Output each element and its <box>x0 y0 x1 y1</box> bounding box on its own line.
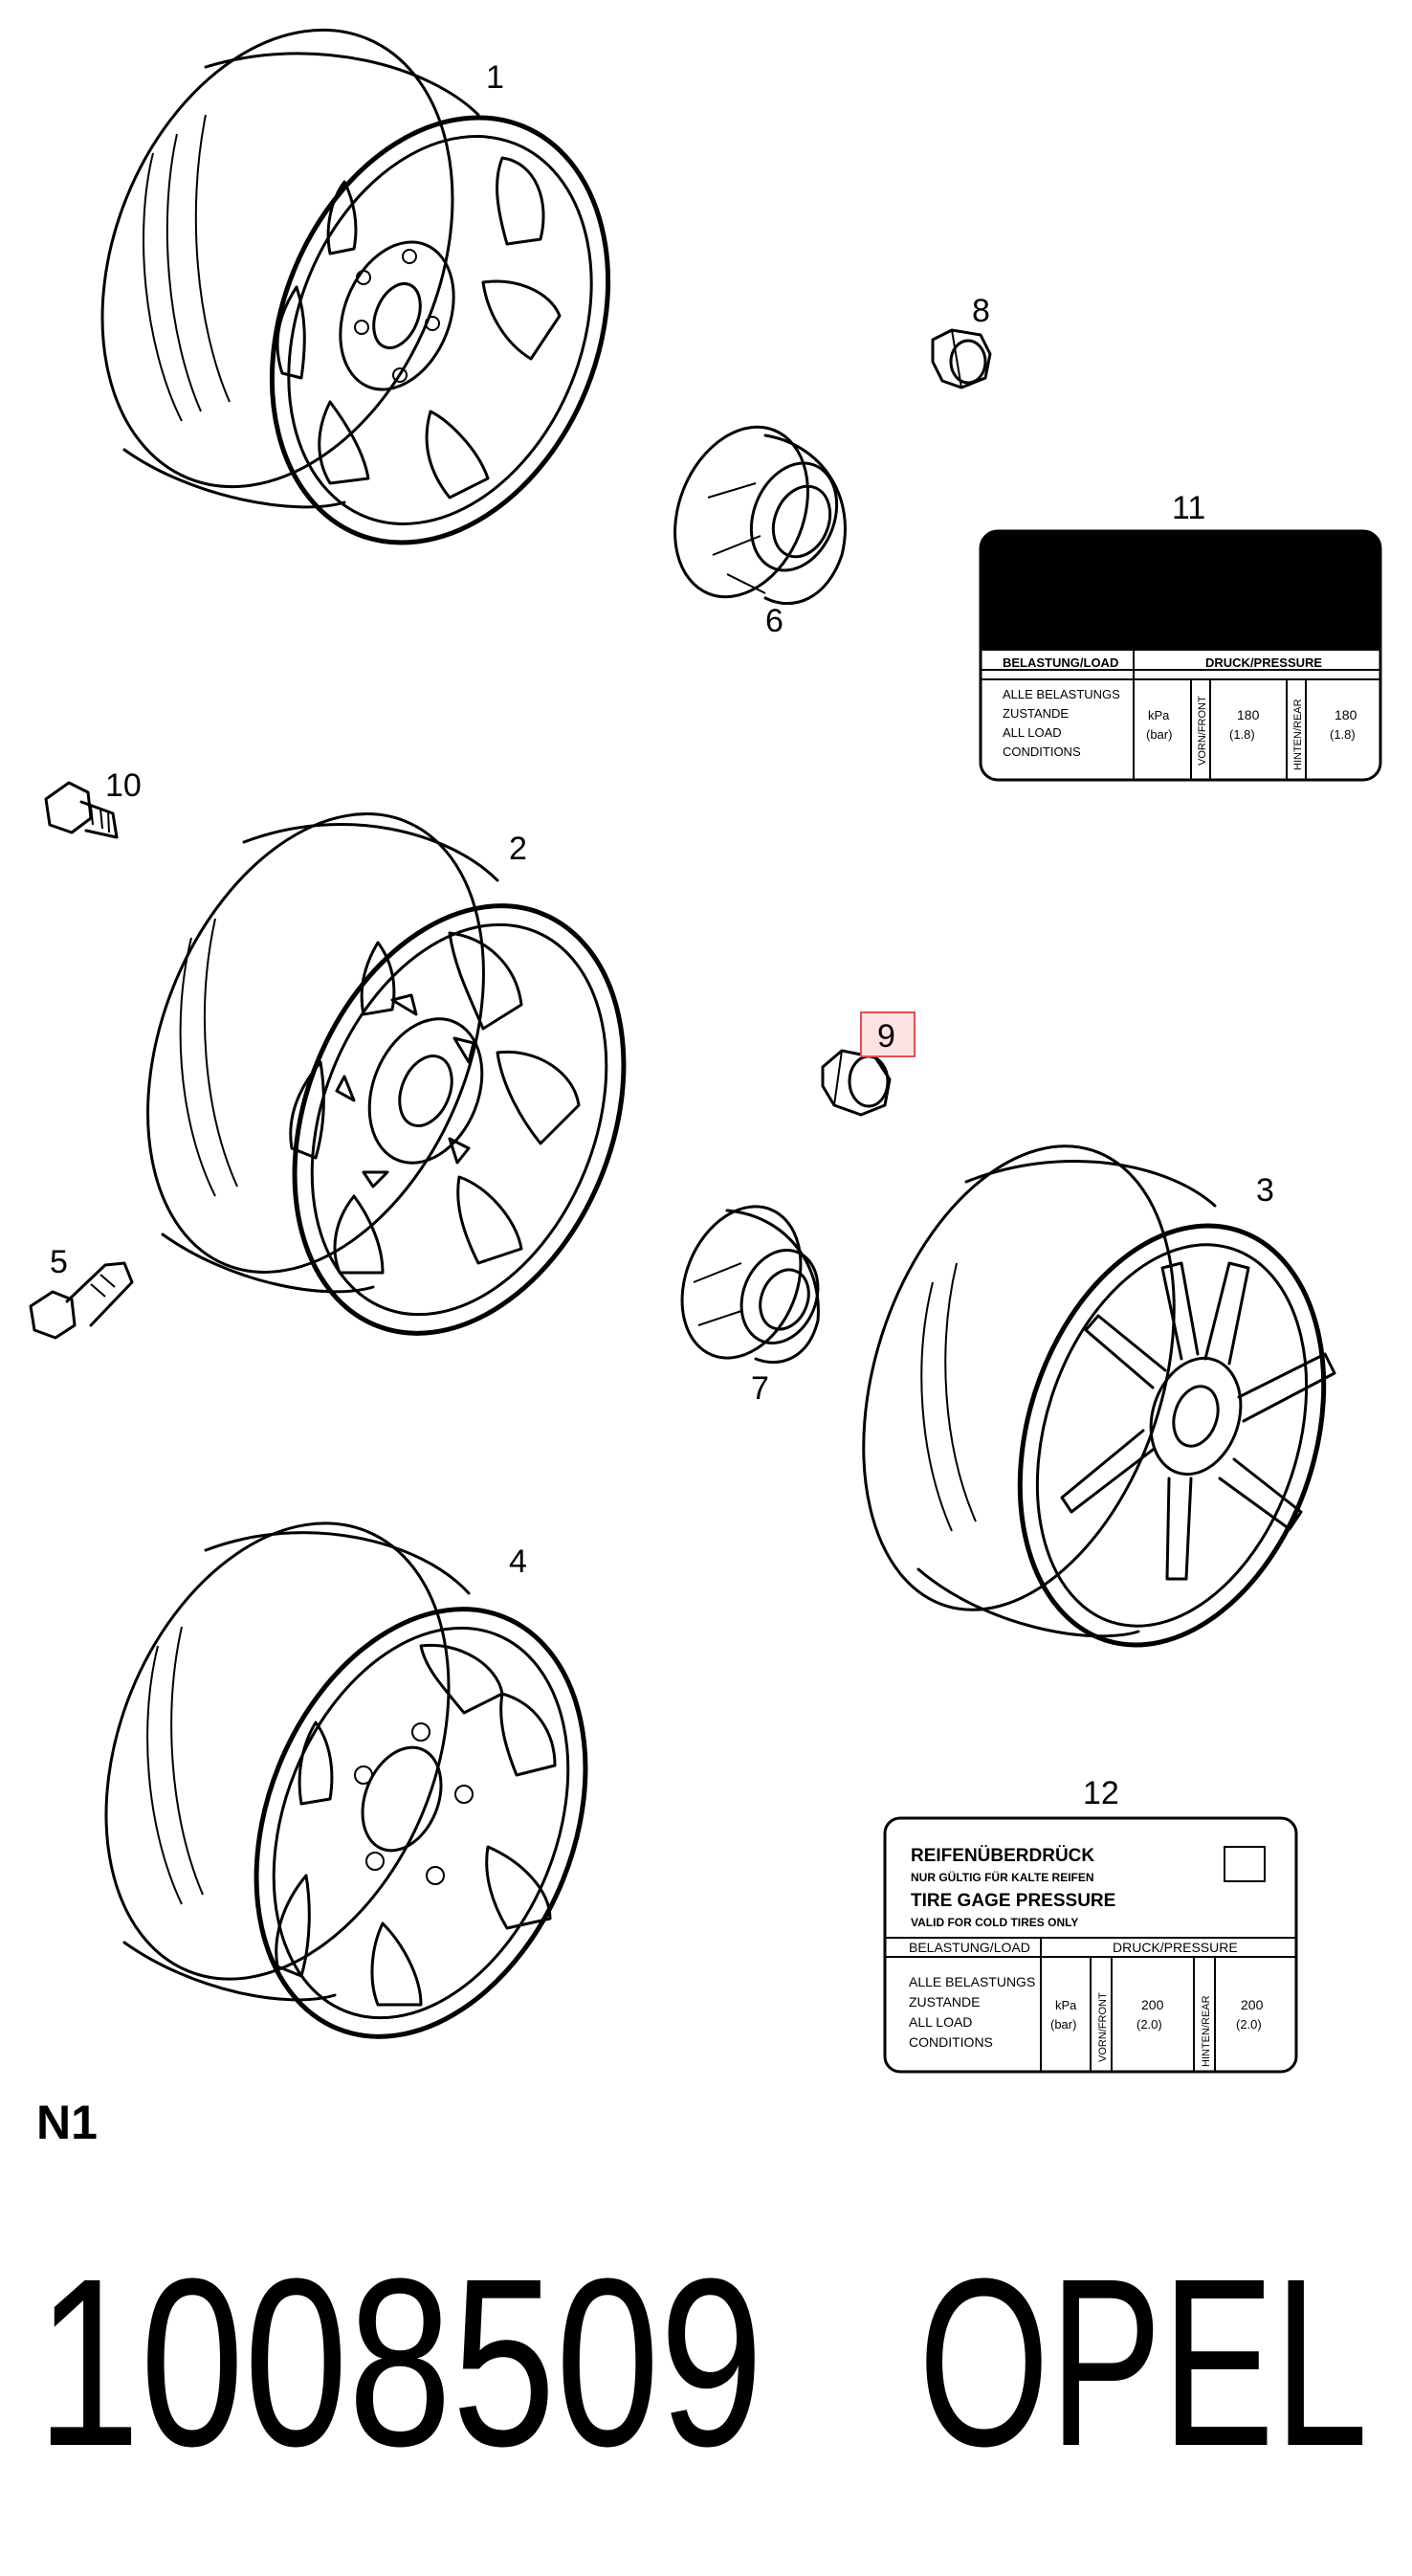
callout-10[interactable]: 10 <box>105 767 142 804</box>
callout-6[interactable]: 6 <box>765 603 783 639</box>
callout-4[interactable]: 4 <box>509 1543 527 1580</box>
label11-rear-kpa: 180 <box>1335 707 1357 722</box>
label11-front: VORN/FRONT <box>1197 696 1208 766</box>
callout-9[interactable]: 9 <box>877 1018 895 1055</box>
callout-11[interactable]: 11 <box>1172 490 1205 526</box>
label12-front: VORN/FRONT <box>1097 1992 1109 2062</box>
wheel-4[interactable] <box>42 1472 646 2086</box>
wheel-nut-9[interactable] <box>821 1049 892 1117</box>
wheel-bolt-10[interactable] <box>44 781 119 839</box>
section-code: N1 <box>36 2096 98 2149</box>
part-number: 1008509 <box>36 2229 763 2496</box>
label12-note-de: NUR GÜLTIG FÜR KALTE REIFEN <box>911 1870 1094 1884</box>
label11-unit-kpa: kPa <box>1148 708 1170 722</box>
wheel-2[interactable] <box>84 764 684 1383</box>
label12-cond-2: ZUSTANDE <box>909 1994 980 2010</box>
label11-load-header: BELASTUNG/LOAD <box>1003 655 1118 670</box>
pressure-label-11: BELASTUNG/LOAD DRUCK/PRESSURE ALLE BELAS… <box>979 529 1382 782</box>
valve-bolt-5[interactable] <box>29 1261 134 1340</box>
callout-9-highlight[interactable] <box>860 1011 916 1057</box>
wheel-3[interactable] <box>808 1106 1375 1684</box>
label12-front-kpa: 200 <box>1141 1997 1164 2012</box>
label12-rear-bar: (2.0) <box>1236 2017 1262 2032</box>
label12-front-bar: (2.0) <box>1136 2017 1162 2032</box>
hub-cap-6[interactable] <box>651 407 851 616</box>
label12-load-header: BELASTUNG/LOAD <box>909 1940 1030 1955</box>
callout-5[interactable]: 5 <box>50 1244 68 1280</box>
label12-note-en: VALID FOR COLD TIRES ONLY <box>911 1916 1078 1929</box>
label11-unit-bar: (bar) <box>1146 727 1172 742</box>
callout-12[interactable]: 12 <box>1083 1775 1119 1811</box>
wheel-1[interactable] <box>37 0 669 593</box>
callout-8[interactable]: 8 <box>972 293 990 329</box>
label11-cond-3: ALL LOAD <box>1003 725 1062 740</box>
wheel-nut-8[interactable] <box>931 328 992 389</box>
label11-pressure-header: DRUCK/PRESSURE <box>1205 655 1322 670</box>
label12-cond-1: ALLE BELASTUNGS <box>909 1974 1035 1989</box>
label12-cond-3: ALL LOAD <box>909 2014 972 2030</box>
callout-7[interactable]: 7 <box>751 1370 769 1407</box>
label12-unit-kpa: kPa <box>1055 1998 1077 2012</box>
label11-front-bar: (1.8) <box>1229 727 1255 742</box>
label11-rear: HINTEN/REAR <box>1292 699 1304 770</box>
callout-3[interactable]: 3 <box>1256 1172 1274 1209</box>
callout-2[interactable]: 2 <box>509 831 527 867</box>
label12-rear-kpa: 200 <box>1241 1997 1264 2012</box>
label11-cond-4: CONDITIONS <box>1003 744 1081 759</box>
hub-cap-7[interactable] <box>661 1188 831 1376</box>
label11-cond-1: ALLE BELASTUNGS <box>1003 687 1120 701</box>
label11-cond-2: ZUSTANDE <box>1003 706 1069 721</box>
callout-1[interactable]: 1 <box>486 59 504 96</box>
pressure-label-12: REIFENÜBERDRÜCK NUR GÜLTIG FÜR KALTE REI… <box>883 1816 1298 2074</box>
label12-cond-4: CONDITIONS <box>909 2034 993 2050</box>
label11-front-kpa: 180 <box>1237 707 1260 722</box>
label12-rear: HINTEN/REAR <box>1201 1995 1212 2067</box>
brand-name: OPEL <box>918 2229 1368 2496</box>
label12-title-en: TIRE GAGE PRESSURE <box>911 1891 1115 1911</box>
label12-title-de: REIFENÜBERDRÜCK <box>911 1846 1094 1866</box>
label12-unit-bar: (bar) <box>1050 2017 1076 2032</box>
label12-pressure-header: DRUCK/PRESSURE <box>1113 1940 1238 1955</box>
label11-rear-bar: (1.8) <box>1330 727 1356 742</box>
